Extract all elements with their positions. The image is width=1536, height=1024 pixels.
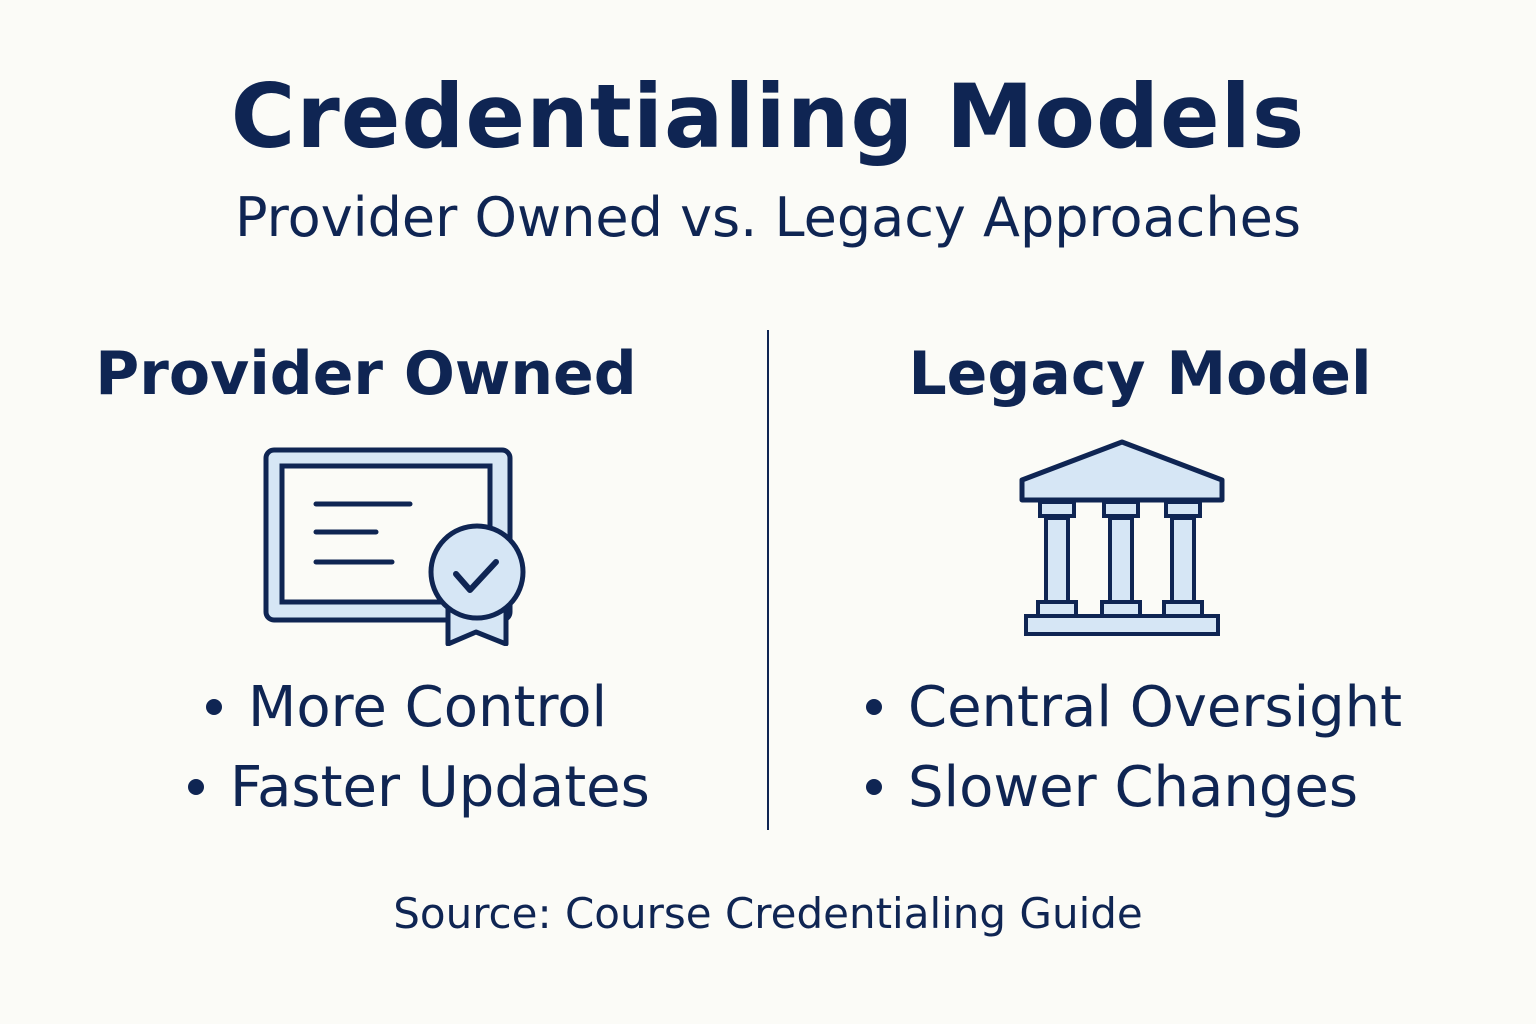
bullet-dot-icon — [866, 778, 882, 795]
bullet-item: Slower Changes — [866, 748, 1402, 828]
column-divider — [767, 330, 769, 830]
bullet-item: Faster Updates — [188, 748, 650, 828]
institution-building-icon — [1019, 439, 1225, 636]
bullet-item: Central Oversight — [866, 668, 1402, 748]
provider-owned-heading: Provider Owned — [95, 339, 637, 409]
page-title: Credentialing Models — [230, 65, 1306, 168]
bullet-dot-icon — [188, 778, 204, 795]
bullet-item: More Control — [188, 668, 650, 748]
source-citation: Source: Course Credentialing Guide — [393, 889, 1143, 938]
legacy-model-bullets: Central Oversight Slower Changes — [866, 668, 1402, 828]
legacy-model-heading: Legacy Model — [908, 339, 1372, 409]
certificate-badge-icon — [263, 447, 526, 646]
page-subtitle: Provider Owned vs. Legacy Approaches — [235, 186, 1301, 249]
provider-owned-bullets: More Control Faster Updates — [188, 668, 650, 828]
bullet-dot-icon — [206, 698, 222, 715]
bullet-dot-icon — [866, 698, 882, 715]
